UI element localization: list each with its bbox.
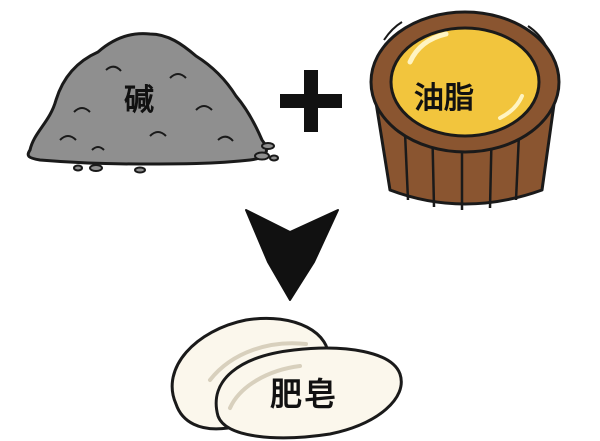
wooden-bucket-of-oil-icon — [369, 10, 561, 210]
soap-label: 肥皂 — [270, 375, 339, 413]
grease-label: 油脂 — [414, 81, 474, 116]
down-arrow-icon — [245, 209, 339, 301]
powder-pile-icon — [26, 32, 279, 174]
soap-bars-icon — [170, 316, 403, 440]
plus-icon — [280, 70, 342, 132]
alkali-label: 碱 — [124, 83, 154, 118]
